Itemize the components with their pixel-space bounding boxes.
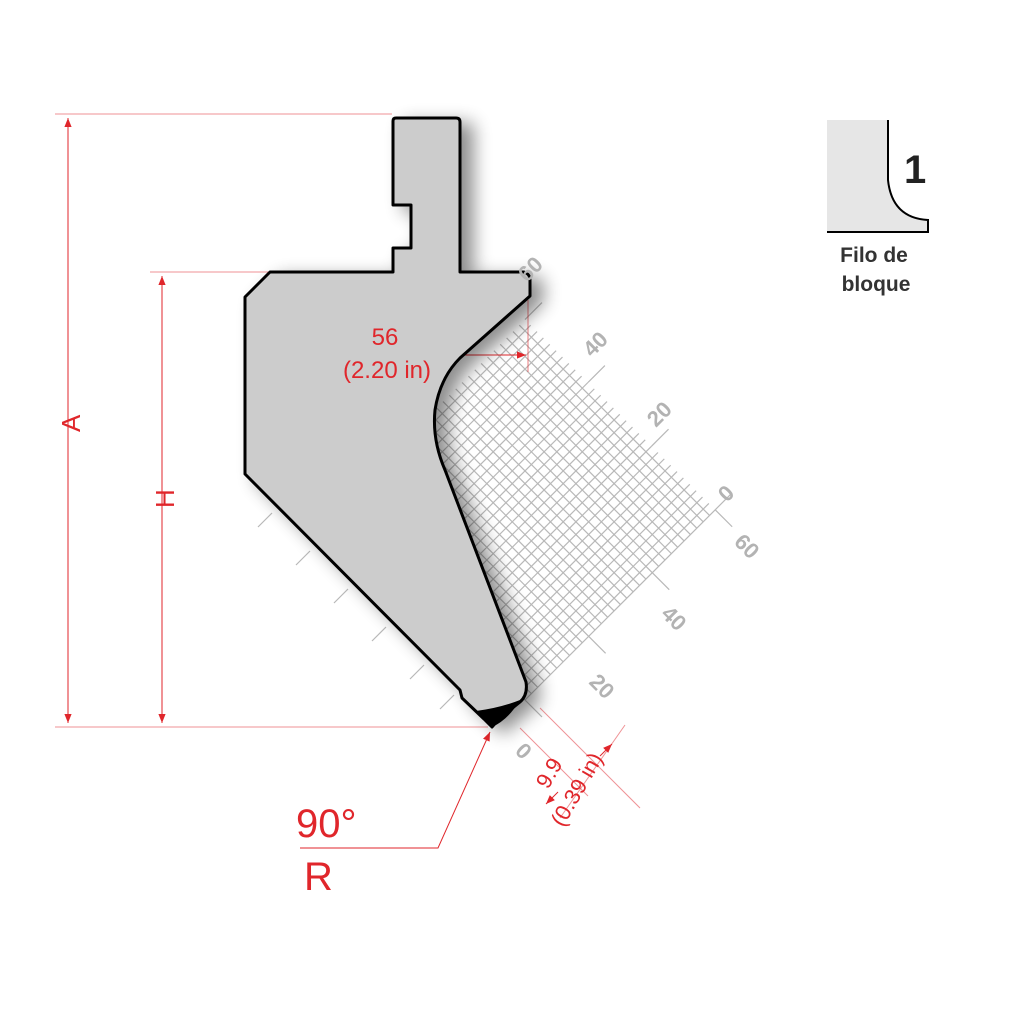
grid-line — [512, 331, 704, 523]
axis1-label-40: 40 — [656, 601, 691, 636]
dimension-A: A — [56, 414, 86, 432]
axis1-label-20: 20 — [584, 669, 619, 704]
grid-line — [506, 337, 698, 529]
edge-label-line1: Filo de — [840, 244, 908, 267]
grid-line — [461, 382, 653, 574]
edge-label-line2: bloque — [842, 273, 911, 296]
grid-tick — [587, 365, 606, 383]
grid-line — [499, 343, 691, 535]
grid-line — [487, 356, 679, 548]
grid-line — [455, 388, 647, 580]
grid-line — [474, 369, 666, 561]
grid-line — [480, 362, 672, 555]
grid-tick — [714, 492, 733, 511]
left-ticks — [257, 512, 455, 710]
dimension-lines — [55, 113, 641, 849]
width-mm: 56 — [372, 324, 399, 351]
grid-tick — [651, 572, 670, 591]
dimension-H: H — [150, 489, 180, 508]
grid-line — [436, 407, 628, 599]
axis1-label-0: 0 — [510, 738, 536, 764]
tool-edge-legend: 1 Filo de bloque — [827, 120, 929, 296]
grid-line — [524, 509, 716, 701]
grid-tick — [714, 509, 733, 528]
grid-tick — [588, 635, 607, 654]
grid-tick — [524, 699, 543, 718]
radius-label: R — [304, 855, 333, 899]
axis2-label-0: 0 — [713, 480, 739, 506]
axis2-label-20: 20 — [642, 397, 677, 432]
grid-line — [448, 394, 640, 586]
grid-line — [518, 324, 710, 516]
tip-mm: 9.9 — [531, 754, 568, 793]
edge-shape-icon — [827, 120, 928, 232]
edge-number: 1 — [904, 148, 926, 192]
angle-label: 90° — [296, 802, 357, 846]
width-in: (2.20 in) — [343, 357, 431, 384]
grid-line — [493, 350, 685, 542]
axis1-label-60: 60 — [729, 529, 764, 564]
punch-profile — [243, 116, 532, 729]
grid-line — [442, 401, 634, 593]
grid-line — [468, 375, 660, 567]
punch-tip — [476, 700, 520, 727]
grid-tick — [651, 428, 669, 447]
axis2-label-40: 40 — [578, 327, 613, 362]
